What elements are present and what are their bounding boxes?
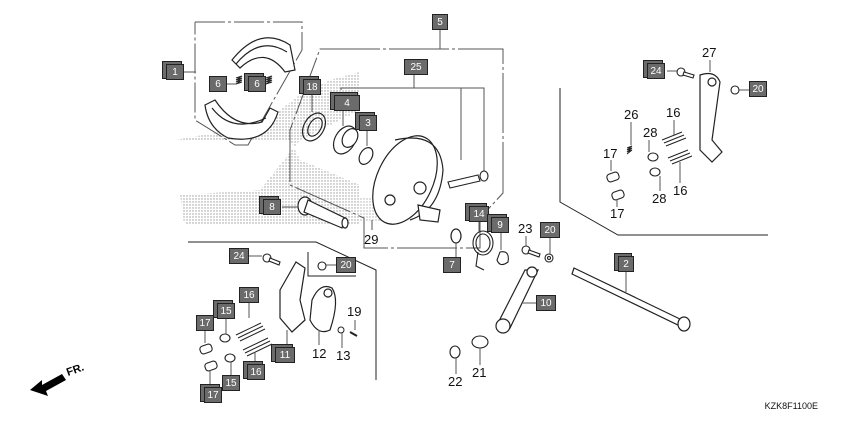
- spring-26: [626, 145, 633, 155]
- brake-panel-29: [372, 135, 444, 225]
- brake-shoe-upper: [231, 37, 296, 73]
- part-callout-7[interactable]: 7: [443, 257, 461, 273]
- part-callout-17a[interactable]: 17: [196, 315, 214, 331]
- axle-2: [571, 267, 691, 332]
- part-number-29[interactable]: 29: [364, 232, 379, 247]
- part-callout-14[interactable]: 14: [469, 206, 489, 222]
- part-callout-24a[interactable]: 24: [229, 248, 249, 264]
- springs-16-right: [661, 131, 693, 165]
- part-number-27[interactable]: 27: [702, 45, 717, 60]
- part-callout-16a[interactable]: 16: [239, 287, 259, 303]
- part-callout-20b[interactable]: 20: [749, 81, 767, 97]
- part-callout-9[interactable]: 9: [491, 217, 509, 233]
- arm-11: [279, 261, 306, 333]
- collars-15: [219, 333, 236, 363]
- part-number-17c[interactable]: 17: [603, 146, 618, 161]
- nut-20-right: [730, 85, 740, 95]
- washer-7: [450, 228, 462, 244]
- part-number-16c[interactable]: 16: [666, 105, 681, 120]
- axle-sleeve-8: [297, 196, 349, 229]
- part-callout-20c[interactable]: 20: [540, 222, 560, 238]
- nut-20-lower: [317, 261, 327, 271]
- diagram-code: KZK8F1100E: [764, 401, 818, 411]
- part-callout-11[interactable]: 11: [275, 347, 295, 363]
- bolt-24-lower: [262, 253, 281, 266]
- part-number-28a[interactable]: 28: [643, 125, 658, 140]
- part-number-13[interactable]: 13: [336, 348, 351, 363]
- part-callout-18[interactable]: 18: [303, 79, 321, 95]
- part-callout-16b[interactable]: 16: [247, 364, 265, 380]
- brake-shoe-group-outline: [194, 21, 303, 146]
- nut-20: [544, 253, 554, 263]
- part-number-28b[interactable]: 28: [652, 191, 667, 206]
- part-number-12[interactable]: 12: [312, 346, 327, 361]
- front-direction-indicator: FR.: [28, 361, 108, 407]
- part-number-16d[interactable]: 16: [673, 183, 688, 198]
- return-spring-14: [472, 230, 494, 271]
- part-callout-2[interactable]: 2: [618, 256, 634, 272]
- part-callout-5[interactable]: 5: [432, 14, 448, 30]
- right-group-outline: [559, 88, 768, 236]
- bolt-24: [676, 67, 695, 79]
- sleeves-17-right: [606, 171, 625, 201]
- washer-13: [337, 326, 345, 334]
- part-callout-25[interactable]: 25: [404, 59, 428, 75]
- bolt-23: [521, 245, 541, 258]
- brake-cam: [447, 170, 489, 189]
- part-number-23[interactable]: 23: [518, 221, 533, 236]
- screw-19: [349, 331, 358, 337]
- spring-6: [235, 75, 273, 85]
- part-callout-1[interactable]: 1: [166, 64, 184, 80]
- part-callout-15a[interactable]: 15: [217, 303, 235, 319]
- part-callout-24b[interactable]: 24: [647, 63, 665, 79]
- part-callout-3[interactable]: 3: [359, 115, 377, 131]
- wear-indicator-9: [496, 251, 509, 266]
- gear-4: [332, 125, 359, 155]
- part-callout-15b[interactable]: 15: [222, 375, 240, 391]
- part-number-22[interactable]: 22: [448, 374, 463, 389]
- part-callout-17b[interactable]: 17: [204, 387, 222, 403]
- sleeves-17-lower: [199, 343, 218, 372]
- joint-22: [449, 345, 461, 359]
- pedal-27: [699, 72, 723, 163]
- pins-28: [647, 152, 661, 177]
- brake-arm-10: [495, 266, 539, 334]
- part-number-17d[interactable]: 17: [610, 206, 625, 221]
- pin-21: [471, 335, 489, 349]
- oil-seal-18: [301, 112, 327, 142]
- brake-shoe-lower: [204, 99, 279, 140]
- part-callout-6b[interactable]: 6: [248, 76, 266, 92]
- springs-16-lower: [235, 322, 273, 357]
- part-number-21[interactable]: 21: [472, 365, 487, 380]
- bracket-25: [340, 87, 485, 178]
- part-callout-6a[interactable]: 6: [209, 76, 227, 92]
- part-callout-10[interactable]: 10: [536, 295, 556, 311]
- plate-12: [309, 285, 337, 333]
- washer-3: [358, 147, 374, 165]
- part-number-19[interactable]: 19: [347, 304, 362, 319]
- front-label: FR.: [65, 362, 86, 379]
- part-callout-20a[interactable]: 20: [336, 257, 356, 273]
- part-callout-4[interactable]: 4: [334, 95, 360, 111]
- part-number-26[interactable]: 26: [624, 107, 639, 122]
- assembly-5-outline: [289, 48, 504, 249]
- front-arrow-icon: FR.: [30, 361, 86, 396]
- frame-shading: [175, 72, 400, 225]
- part-callout-8[interactable]: 8: [263, 199, 281, 215]
- lower-left-group-outline: [188, 241, 377, 380]
